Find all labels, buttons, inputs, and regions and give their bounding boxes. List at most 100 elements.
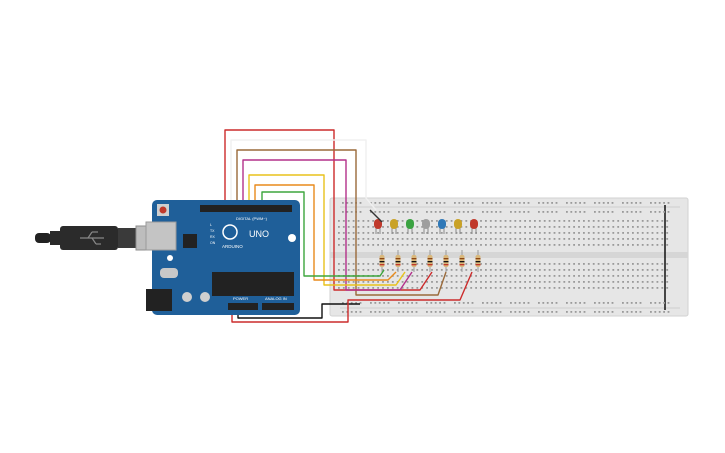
breadboard-hole	[387, 302, 390, 304]
mounting-hole-1	[288, 234, 296, 242]
breadboard-hole	[641, 226, 644, 228]
breadboard-hole	[382, 226, 384, 228]
reset-button-cap[interactable]	[159, 206, 167, 214]
breadboard-hole	[374, 311, 377, 313]
breadboard-hole	[578, 287, 580, 289]
wire-yellow[interactable]	[248, 174, 406, 286]
led[interactable]	[470, 219, 478, 234]
breadboard-hole	[587, 232, 590, 234]
breadboard-hole	[622, 275, 624, 277]
wire-gnd-diagonal[interactable]	[369, 209, 383, 223]
resistor-band	[475, 261, 481, 263]
breadboard-hole	[504, 287, 507, 289]
breadboard-hole	[563, 281, 566, 283]
resistor[interactable]	[427, 250, 433, 272]
breadboard-hole	[592, 287, 595, 289]
breadboard-hole	[509, 275, 512, 277]
breadboard-hole	[661, 238, 664, 240]
resistor[interactable]	[475, 250, 481, 272]
breadboard-hole	[495, 202, 497, 204]
breadboard-hole	[607, 226, 610, 228]
breadboard-hole	[632, 232, 634, 234]
breadboard-hole	[543, 226, 546, 228]
wire-red-bottom[interactable]	[231, 271, 473, 323]
breadboard-hole	[440, 232, 443, 234]
breadboard-hole	[663, 302, 665, 304]
breadboard-hole	[548, 275, 551, 277]
resistor[interactable]	[379, 250, 385, 272]
breadboard-hole	[338, 269, 340, 271]
breadboard-hole	[598, 202, 601, 204]
breadboard-hole	[374, 302, 377, 304]
led[interactable]	[374, 219, 382, 234]
breadboard-hole	[602, 281, 605, 283]
led[interactable]	[422, 219, 430, 234]
breadboard-hole	[607, 281, 610, 283]
breadboard-hole	[359, 211, 362, 213]
breadboard-hole	[583, 226, 585, 228]
breadboard-hole	[523, 302, 525, 304]
breadboard-hole	[426, 275, 428, 277]
led[interactable]	[390, 219, 398, 234]
breadboard-hole	[370, 311, 372, 313]
resistor[interactable]	[443, 250, 449, 272]
breadboard-hole	[450, 238, 453, 240]
wire-orange[interactable]	[254, 184, 397, 281]
wire-brown[interactable]	[236, 149, 447, 296]
breadboard-hole	[458, 211, 461, 213]
resistor[interactable]	[395, 250, 401, 272]
breadboard-hole	[592, 244, 595, 246]
breadboard-hole	[489, 287, 492, 289]
breadboard-hole	[546, 211, 549, 213]
breadboard-hole	[607, 232, 610, 234]
resistor[interactable]	[459, 250, 465, 272]
led[interactable]	[454, 219, 462, 234]
led[interactable]	[438, 219, 446, 234]
wire-white[interactable]	[230, 139, 377, 211]
breadboard-hole	[342, 263, 345, 265]
breadboard-hole	[415, 302, 418, 304]
breadboard-hole	[597, 244, 600, 246]
breadboard-hole	[436, 275, 438, 277]
breadboard-hole	[455, 287, 458, 289]
breadboard-hole	[455, 263, 458, 265]
breadboard-hole	[445, 226, 448, 228]
breadboard-hole	[455, 244, 458, 246]
breadboard-hole	[529, 238, 531, 240]
wire-magenta[interactable]	[242, 159, 413, 291]
resistor[interactable]	[411, 250, 417, 272]
breadboard-hole	[431, 269, 433, 271]
breadboard-hole	[524, 226, 526, 228]
resistor-band	[411, 258, 417, 260]
resistor-band	[459, 264, 465, 266]
breadboard-hole	[514, 244, 517, 246]
breadboard-hole	[538, 202, 540, 204]
breadboard-hole	[543, 287, 546, 289]
breadboard-hole	[602, 287, 605, 289]
breadboard-hole	[573, 220, 575, 222]
wire-red-top[interactable]	[224, 129, 433, 291]
breadboard-hole	[546, 302, 549, 304]
breadboard-hole	[607, 311, 609, 313]
breadboard-hole	[359, 202, 362, 204]
breadboard-hole	[480, 263, 482, 265]
breadboard-hole	[592, 275, 595, 277]
breadboard-hole	[346, 211, 349, 213]
breadboard-hole	[462, 311, 465, 313]
breadboard-hole	[471, 311, 474, 313]
breadboard-hole	[583, 244, 585, 246]
breadboard-hole	[445, 281, 448, 283]
breadboard-hole	[421, 226, 424, 228]
breadboard-hole	[611, 211, 614, 213]
led[interactable]	[406, 219, 414, 234]
breadboard-hole	[578, 281, 580, 283]
breadboard-hole	[611, 202, 614, 204]
breadboard-hole	[574, 211, 577, 213]
resistor-band	[443, 264, 449, 266]
wire-green[interactable]	[261, 191, 385, 277]
breadboard-hole	[372, 232, 375, 234]
breadboard-hole	[661, 287, 664, 289]
breadboard-hole	[622, 263, 624, 265]
breadboard-hole	[529, 226, 531, 228]
breadboard-hole	[490, 202, 493, 204]
